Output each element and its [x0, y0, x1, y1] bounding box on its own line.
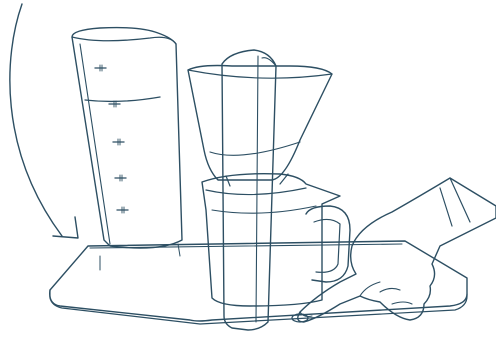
water-level-marks	[95, 65, 128, 213]
water-level-mark-5	[117, 207, 128, 213]
water-level-mark-1	[95, 65, 106, 71]
water-level-mark-3	[113, 139, 124, 145]
brewer-column	[222, 50, 276, 330]
base-plate	[50, 241, 467, 324]
water-level-mark-4	[115, 175, 126, 181]
water-tank	[72, 28, 182, 270]
filter-basket	[188, 66, 332, 181]
curved-arrow-icon	[10, 4, 78, 238]
